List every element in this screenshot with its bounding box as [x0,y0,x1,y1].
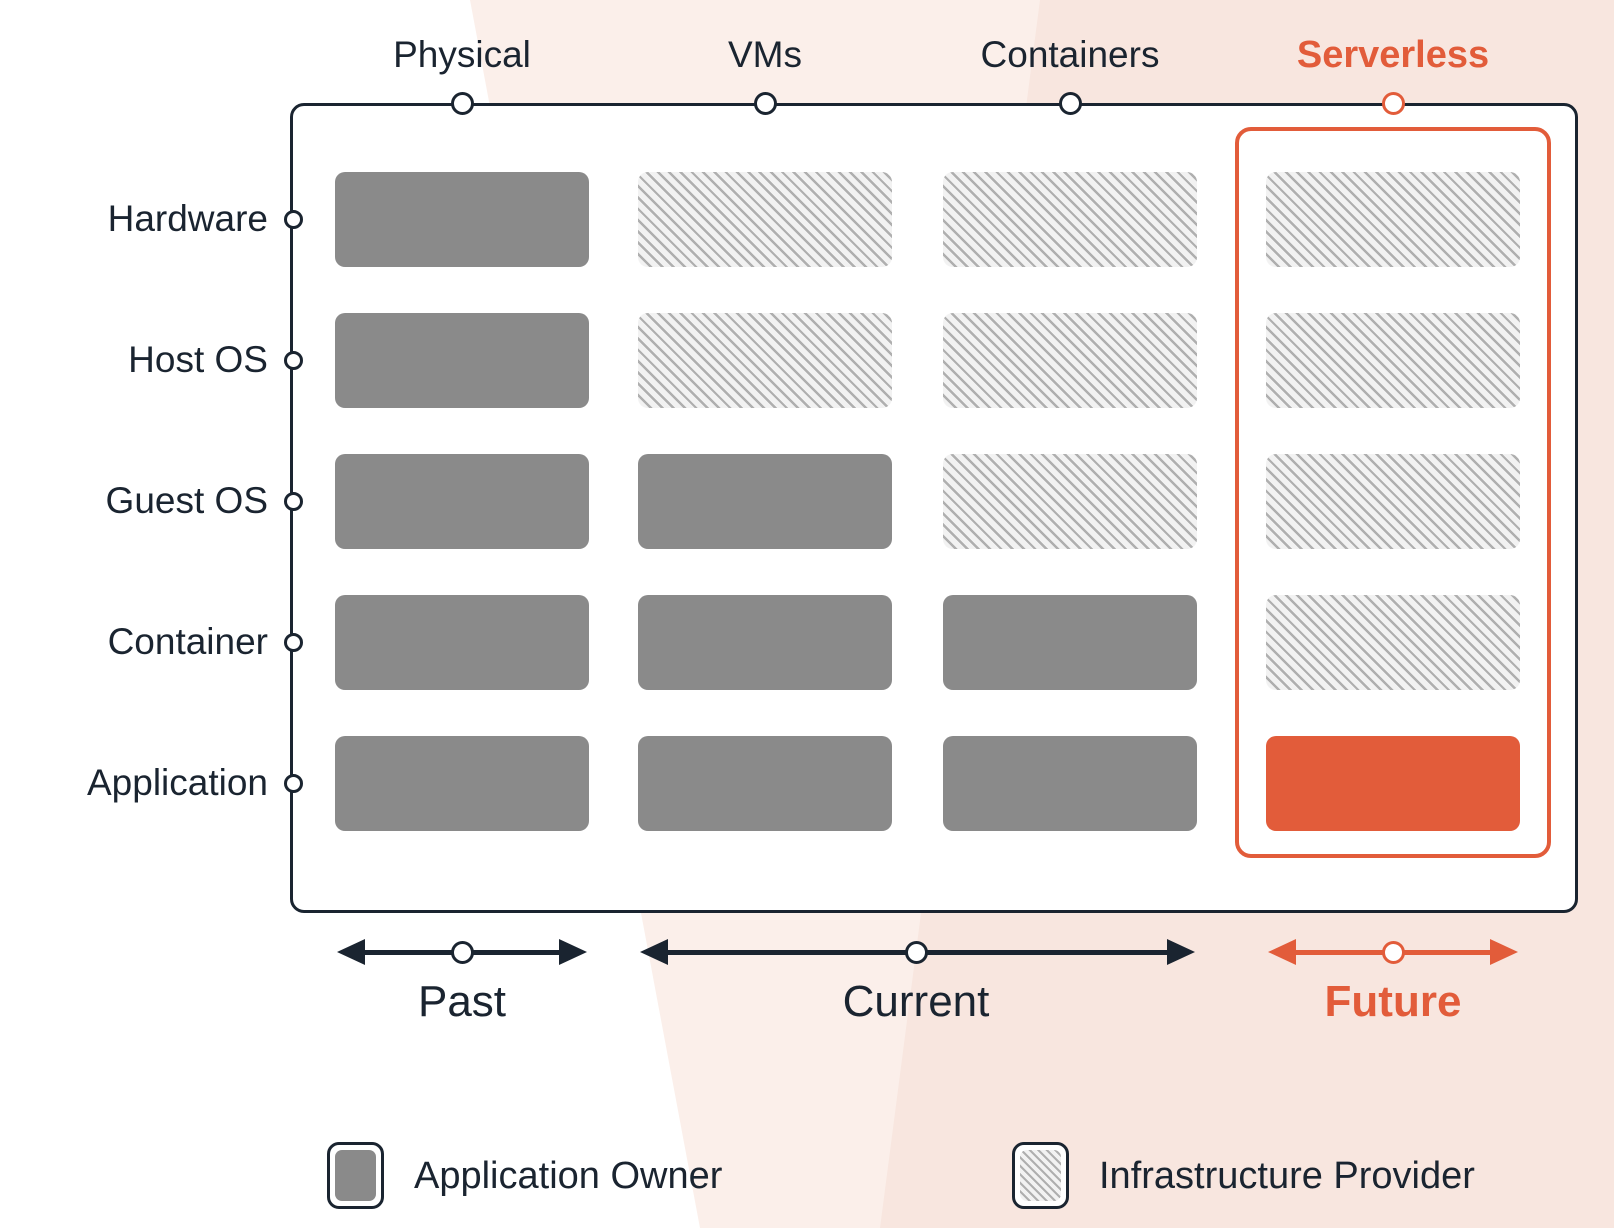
cell-guest-os-serverless [1266,453,1520,549]
column-header-vms: VMs [728,34,802,75]
era-label-future: Future [1324,977,1462,1026]
arrow-left-head-icon [337,939,365,965]
row-label-container: Container [107,621,268,662]
era-label-past: Past [417,977,507,1026]
arrow-right-head-icon [1490,939,1518,965]
cell-guest-os-containers [943,453,1197,549]
row-node-host-os [283,350,303,370]
provider-swatch-icon [1012,1142,1069,1209]
arrow-midpoint-node [450,941,474,964]
era-arrow-future [1268,929,1518,976]
cell-container-serverless [1266,594,1520,690]
era-label-current: Current [842,977,990,1026]
cell-container-physical [335,594,589,690]
era-arrow-current [640,929,1195,976]
provider-swatch-fill [1020,1150,1061,1201]
column-header-serverless: Serverless [1296,34,1490,76]
serverless-highlight-box [1235,127,1551,858]
cell-application-vms [638,735,892,831]
arrow-midpoint-node [904,941,928,964]
cell-container-containers [943,594,1197,690]
owner-swatch-icon [327,1142,384,1209]
cell-application-serverless [1266,735,1520,831]
cell-hardware-serverless [1266,171,1520,267]
arrow-left-head-icon [1268,939,1296,965]
arrow-right-head-icon [559,939,587,965]
column-node-serverless [1381,91,1405,115]
cell-guest-os-physical [335,453,589,549]
cell-hardware-physical [335,171,589,267]
arrow-right-head-icon [1167,939,1195,965]
owner-swatch-fill [335,1150,376,1201]
arrow-midpoint-node [1381,941,1405,964]
row-label-host-os: Host OS [128,339,268,380]
row-label-application: Application [86,762,268,803]
legend-item-application-owner: Application Owner [327,1142,722,1209]
row-node-container [283,632,303,652]
row-node-guest-os [283,491,303,511]
column-node-physical [450,91,474,115]
row-label-hardware: Hardware [107,198,268,239]
cell-guest-os-vms [638,453,892,549]
legend-label: Application Owner [414,1154,723,1197]
column-header-containers: Containers [980,34,1160,75]
column-header-physical: Physical [393,34,531,75]
column-node-containers [1058,91,1082,115]
cell-host-os-containers [943,312,1197,408]
column-node-vms [753,91,777,115]
cell-container-vms [638,594,892,690]
cell-hardware-vms [638,171,892,267]
row-node-application [283,773,303,793]
row-label-guest-os: Guest OS [105,480,268,521]
cell-application-physical [335,735,589,831]
cell-host-os-physical [335,312,589,408]
cell-host-os-serverless [1266,312,1520,408]
era-arrow-past [337,929,587,976]
row-node-hardware [283,209,303,229]
cell-hardware-containers [943,171,1197,267]
cell-application-containers [943,735,1197,831]
arrow-left-head-icon [640,939,668,965]
legend-item-infrastructure-provider: Infrastructure Provider [1012,1142,1475,1209]
legend-label: Infrastructure Provider [1099,1154,1475,1197]
cell-host-os-vms [638,312,892,408]
